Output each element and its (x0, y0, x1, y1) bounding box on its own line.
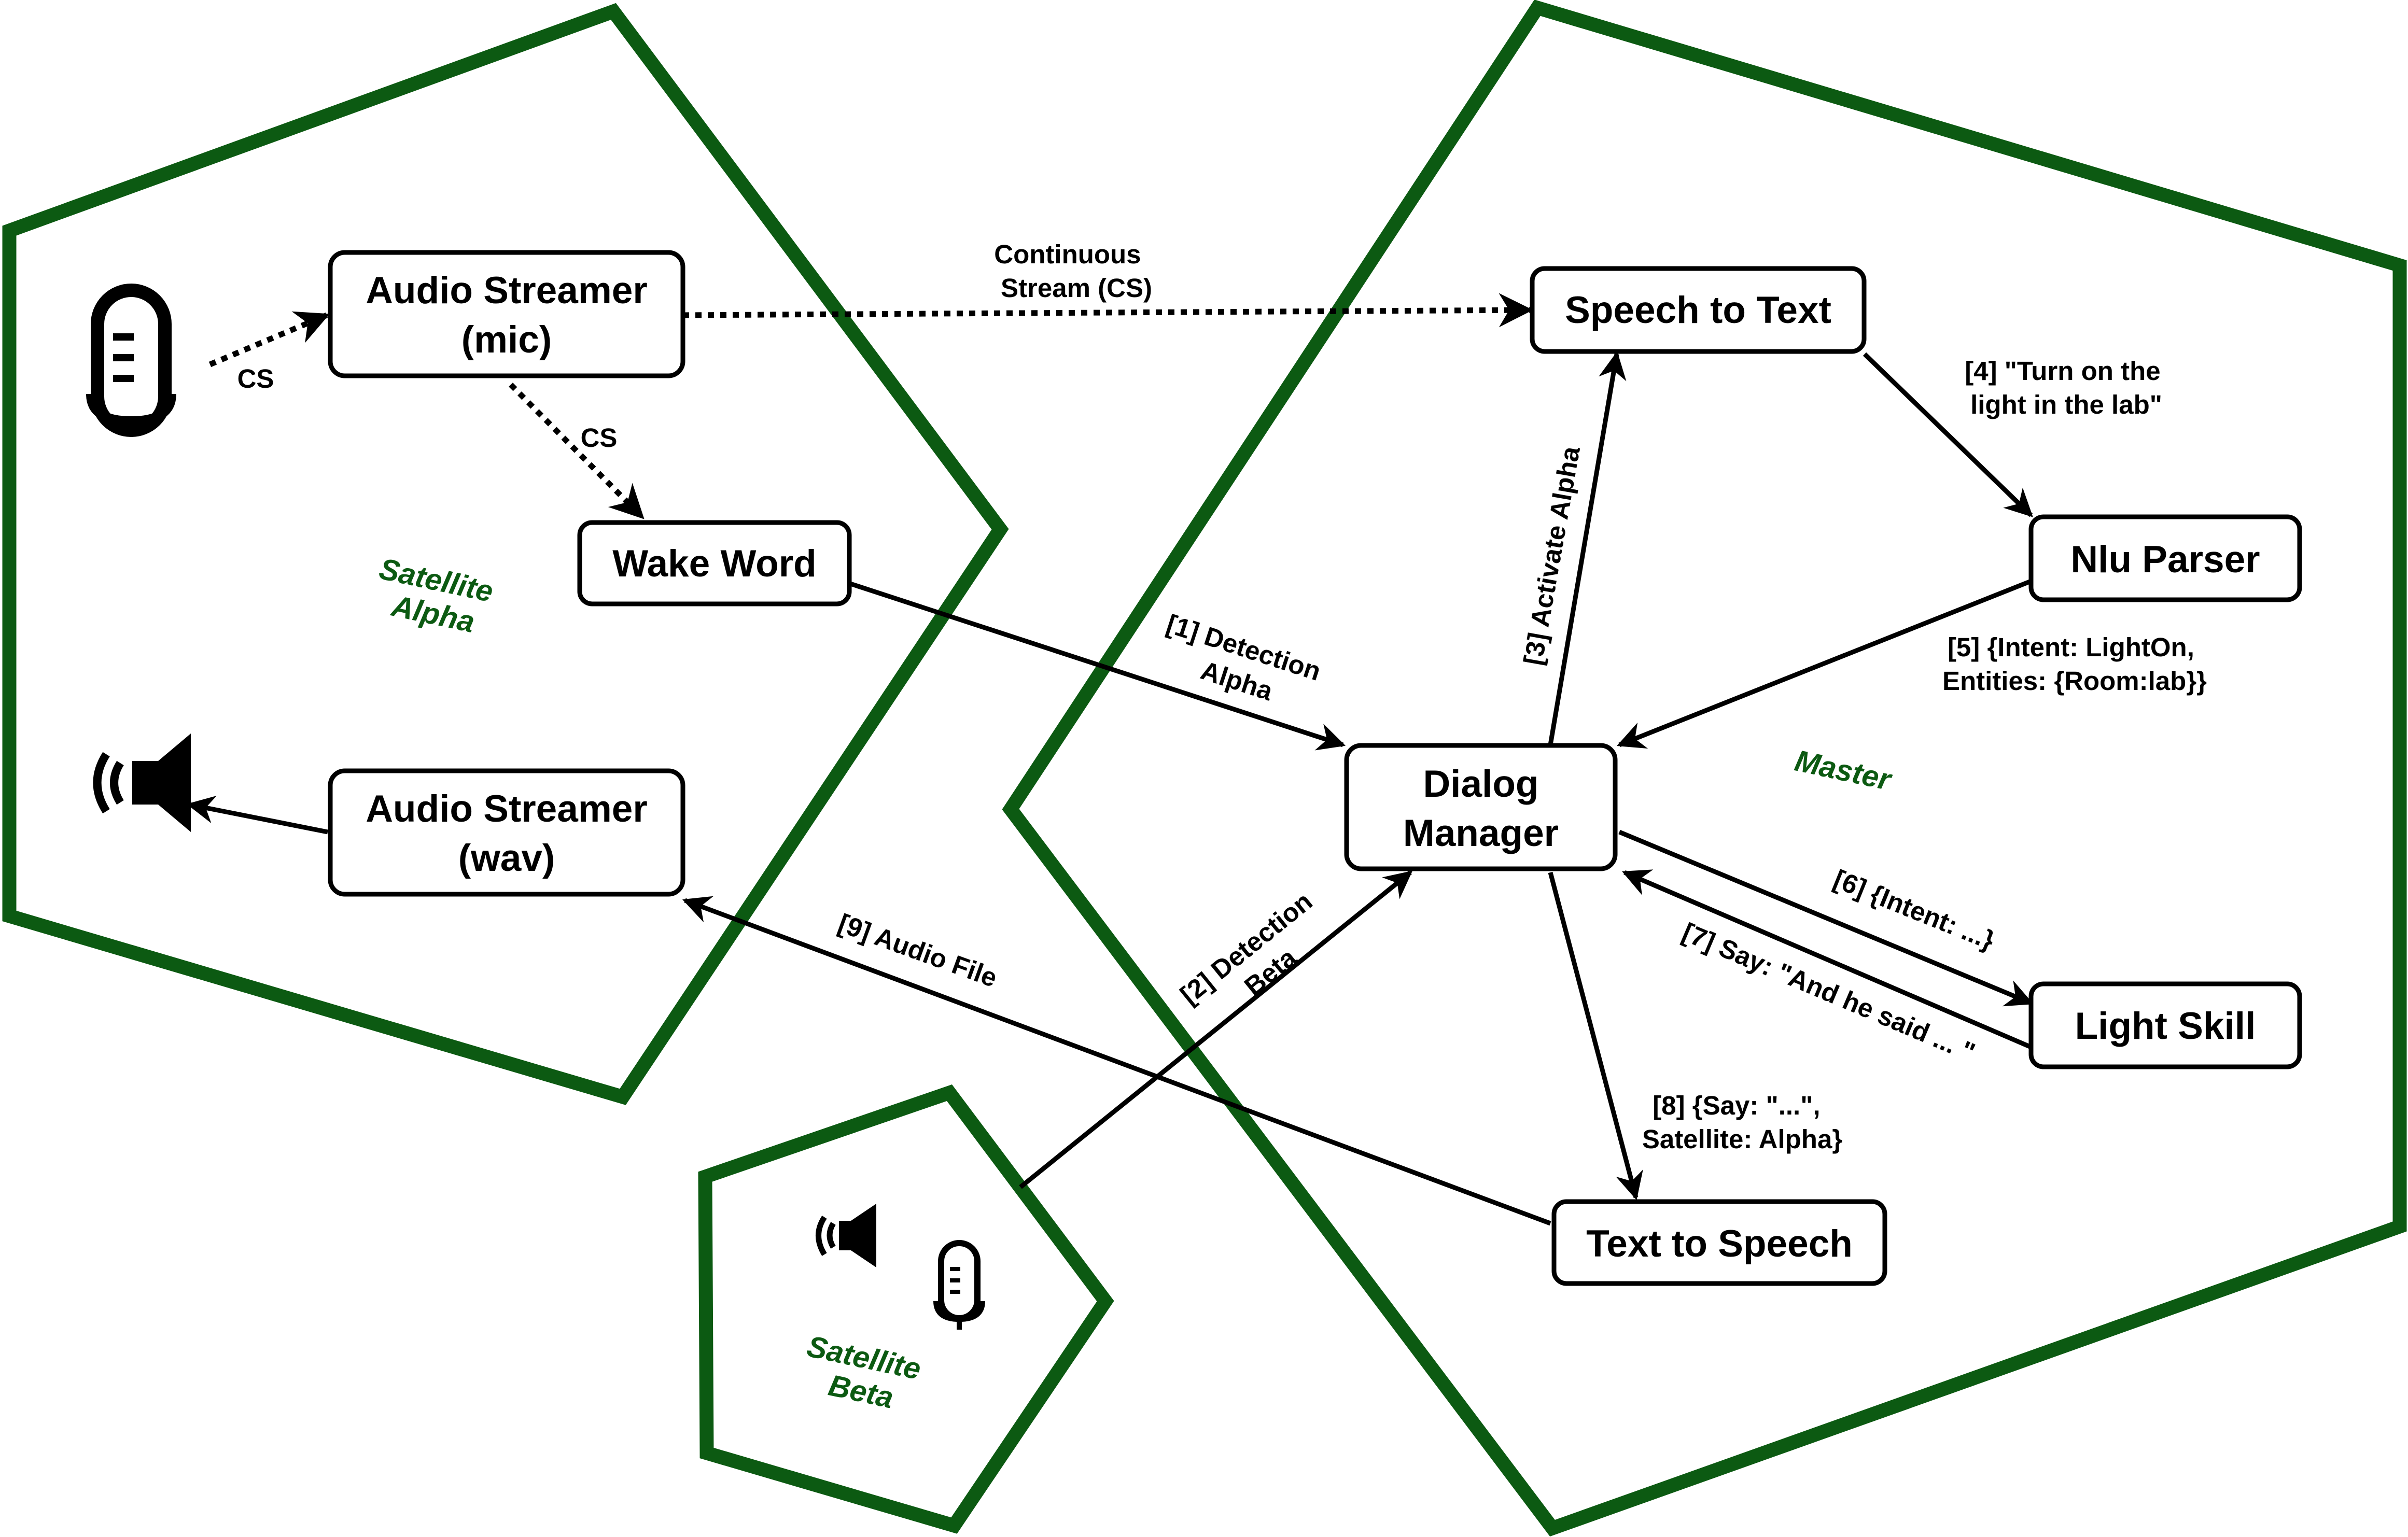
edge-light-skill-to-dm (1622, 869, 2032, 1050)
edge-detection-alpha (849, 581, 1346, 751)
edge-continuous-stream (682, 293, 1533, 328)
edge-detection-beta (1019, 870, 1413, 1189)
svg-text:Light Skill: Light Skill (2075, 1005, 2256, 1047)
speaker-small-icon (816, 1204, 876, 1267)
edge-activate-alpha (1548, 351, 1627, 745)
edge-label-continuous-stream: Continuous Stream (CS) (994, 239, 1152, 303)
edge-stt-to-nlu (1863, 352, 2033, 517)
svg-text:(mic): (mic) (461, 319, 552, 361)
svg-text:Text to Speech: Text to Speech (1586, 1223, 1853, 1265)
edge-label-detection-beta: [2] Detection Beta (1175, 882, 1345, 1036)
edge-streamer-to-speaker (186, 795, 328, 835)
edge-mic-to-streamer (208, 311, 330, 368)
edge-label-light-skill-to-dm: [7] Say: "And he said ... " (1678, 917, 1979, 1067)
edge-streamer-to-wake-word (509, 383, 645, 519)
satellite-alpha-region (2, 3, 1009, 1105)
microphone-small-icon (933, 1240, 985, 1330)
svg-text:Nlu Parser: Nlu Parser (2070, 539, 2260, 581)
master-label: Master (1792, 744, 1896, 797)
audio-streamer-wav-node: Audio Streamer (wav) (328, 768, 685, 897)
edge-label-detection-alpha: [1] Detection Alpha (1153, 609, 1332, 721)
edge-dm-to-tts (1548, 871, 1643, 1201)
speech-to-text-node: Speech to Text (1530, 266, 1867, 354)
satellite-beta-region (698, 1084, 1114, 1534)
edge-label-activate-alpha: [3] Activate Alpha (1518, 444, 1586, 667)
speaker-icon (93, 734, 191, 832)
dialog-manager-node: Dialog Manager (1344, 743, 1618, 871)
edge-label-cs-2: CS (581, 423, 618, 453)
nlu-parser-node: Nlu Parser (2028, 514, 2302, 602)
satellite-beta-label: Satellite Beta (797, 1329, 932, 1421)
light-skill-node: Light Skill (2028, 981, 2302, 1069)
edge-nlu-to-dm (1616, 579, 2032, 749)
audio-streamer-mic-node: Audio Streamer (mic) (328, 250, 685, 378)
edge-label-dm-to-tts: [8] {Say: "...", Satellite: Alpha} (1642, 1091, 1843, 1154)
svg-text:Wake Word: Wake Word (612, 543, 816, 585)
edge-label-cs-1: CS (237, 364, 274, 393)
edge-label-audio-file: [9] Audio File (834, 908, 1001, 993)
svg-text:Audio Streamer: Audio Streamer (366, 270, 648, 312)
edge-label-nlu-to-dm: [5] {Intent: LightOn, Entities: {Room:la… (1942, 632, 2207, 696)
edge-audio-file (682, 896, 1551, 1226)
text-to-speech-node: Text to Speech (1551, 1199, 1887, 1286)
svg-text:(wav): (wav) (458, 837, 555, 879)
svg-text:Audio Streamer: Audio Streamer (366, 788, 648, 830)
satellite-alpha-label: Satellite Alpha (369, 552, 504, 643)
svg-text:Manager: Manager (1403, 812, 1559, 854)
microphone-icon (86, 284, 176, 437)
edge-dm-to-light-skill (1618, 829, 2034, 1007)
master-region (1002, 0, 2407, 1537)
wake-word-node: Wake Word (577, 520, 852, 607)
edge-label-dm-to-light-skill: [6] {Intent: ...} (1830, 864, 1999, 955)
svg-text:Speech to Text: Speech to Text (1565, 289, 1831, 331)
svg-text:Dialog: Dialog (1423, 763, 1538, 805)
edge-label-stt-to-nlu: [4] "Turn on the light in the lab" (1965, 356, 2168, 419)
